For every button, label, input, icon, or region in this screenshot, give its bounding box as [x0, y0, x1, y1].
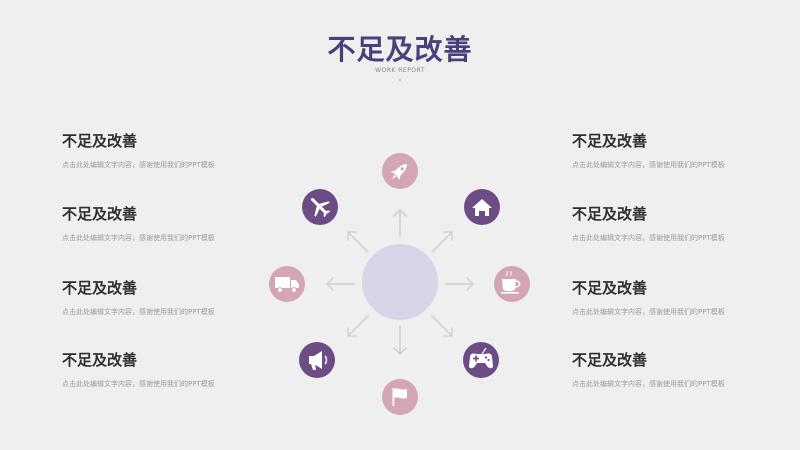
right-text-block-1: 不足及改善 点击此处编辑文字内容，感谢使用我们的PPT模板 [572, 132, 742, 172]
right-item-body: 点击此处编辑文字内容，感谢使用我们的PPT模板 [572, 161, 725, 169]
flag-icon [382, 379, 418, 415]
right-item-heading: 不足及改善 [572, 279, 648, 297]
right-item-body: 点击此处编辑文字内容，感谢使用我们的PPT模板 [572, 234, 725, 242]
left-item-heading: 不足及改善 [62, 351, 138, 369]
left-item-heading: 不足及改善 [62, 205, 138, 223]
coffee-icon [494, 266, 530, 302]
gamepad-icon [463, 342, 499, 378]
right-text-block-4: 不足及改善 点击此处编辑文字内容，感谢使用我们的PPT模板 [572, 351, 742, 391]
left-item-body: 点击此处编辑文字内容，感谢使用我们的PPT模板 [62, 308, 215, 316]
arrow-down [393, 325, 407, 355]
left-item-heading: 不足及改善 [62, 279, 138, 297]
left-item-body: 点击此处编辑文字内容，感谢使用我们的PPT模板 [62, 234, 215, 242]
arrow-down-left [347, 315, 369, 337]
arrow-left [326, 277, 356, 291]
arrow-down-right [431, 315, 453, 337]
truck-icon [269, 266, 305, 302]
right-text-block-3: 不足及改善 点击此处编辑文字内容，感谢使用我们的PPT模板 [572, 279, 742, 319]
subtitle-dot [399, 79, 401, 81]
left-item-heading: 不足及改善 [62, 132, 138, 150]
left-text-block-4: 不足及改善 点击此处编辑文字内容，感谢使用我们的PPT模板 [62, 351, 232, 391]
center-circle [362, 244, 438, 320]
left-text-block-2: 不足及改善 点击此处编辑文字内容，感谢使用我们的PPT模板 [62, 205, 232, 245]
rocket-icon [382, 153, 418, 189]
left-item-body: 点击此处编辑文字内容，感谢使用我们的PPT模板 [62, 161, 215, 169]
page-subtitle: WORK REPORT [375, 67, 425, 74]
page-title: 不足及改善 [327, 33, 473, 66]
arrow-group [326, 209, 474, 355]
megaphone-icon [299, 342, 335, 378]
left-item-body: 点击此处编辑文字内容，感谢使用我们的PPT模板 [62, 380, 215, 388]
airplane-icon [302, 189, 338, 225]
arrow-right [444, 277, 474, 291]
right-item-body: 点击此处编辑文字内容，感谢使用我们的PPT模板 [572, 308, 725, 316]
arrow-up-right [431, 231, 453, 253]
right-item-body: 点击此处编辑文字内容，感谢使用我们的PPT模板 [572, 380, 725, 388]
left-text-block-1: 不足及改善 点击此处编辑文字内容，感谢使用我们的PPT模板 [62, 132, 232, 172]
right-item-heading: 不足及改善 [572, 132, 648, 150]
right-item-heading: 不足及改善 [572, 205, 648, 223]
left-text-block-3: 不足及改善 点击此处编辑文字内容，感谢使用我们的PPT模板 [62, 279, 232, 319]
right-text-block-2: 不足及改善 点击此处编辑文字内容，感谢使用我们的PPT模板 [572, 205, 742, 245]
home-icon [464, 189, 500, 225]
arrow-up-left [347, 231, 369, 253]
right-item-heading: 不足及改善 [572, 351, 648, 369]
arrow-up [393, 209, 407, 237]
